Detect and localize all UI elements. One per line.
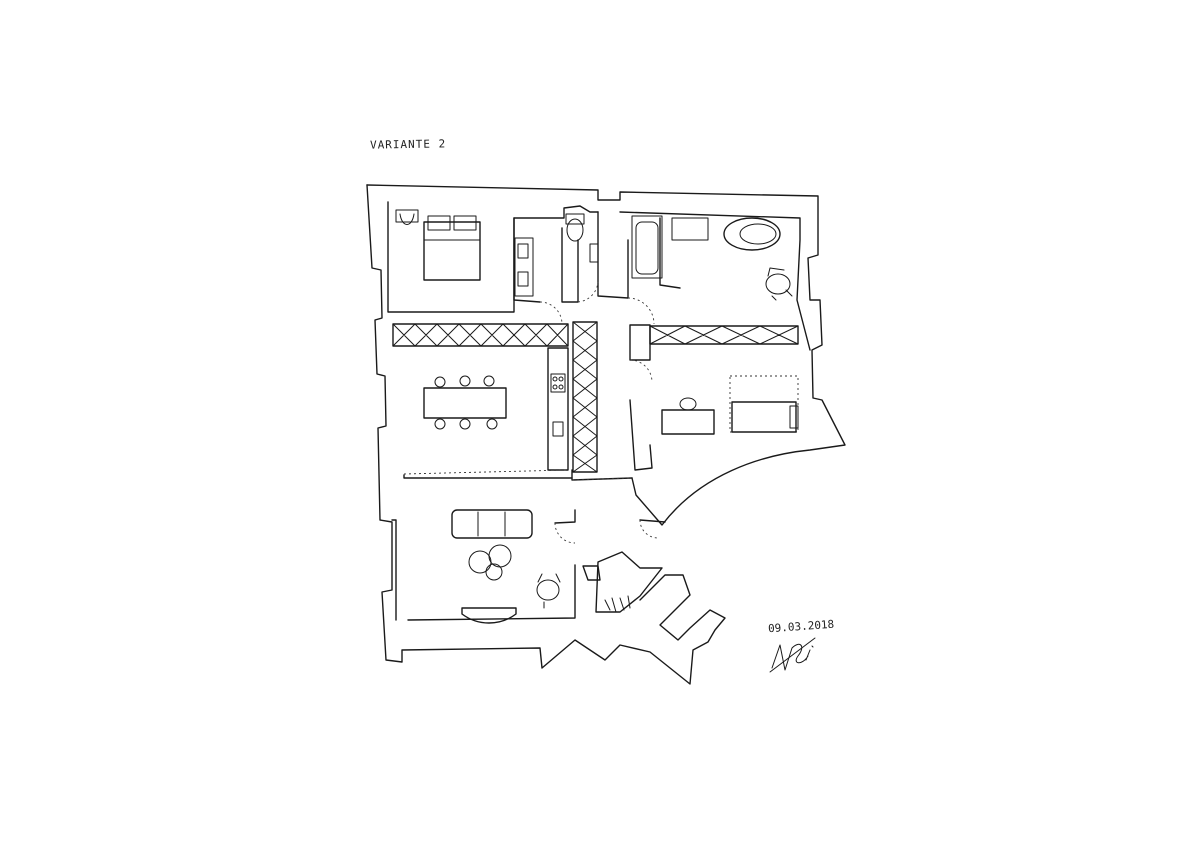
kitchen-counter (547, 347, 569, 471)
sideboard (461, 607, 517, 624)
bathtub-icon (631, 215, 663, 279)
wardrobe-row-top-right (649, 325, 799, 345)
washbasin-icon (589, 243, 599, 263)
armchair-living-icon (536, 573, 561, 609)
freestanding-tub-icon (723, 217, 781, 251)
interior-walls (403, 211, 681, 524)
bed-double-top-left (423, 215, 481, 281)
outer-walls (366, 184, 846, 685)
wardrobe-column-center (572, 321, 598, 473)
signature-icon (769, 637, 816, 673)
sofa-icon (451, 509, 533, 539)
toilet-icon (565, 213, 585, 242)
coffee-tables-icon (468, 544, 512, 581)
desk-with-chair (661, 397, 715, 435)
armchair-bath-icon (765, 267, 793, 301)
armchair-top-left (395, 209, 419, 225)
dining-table (423, 375, 507, 430)
shelf-unit (671, 217, 709, 241)
bed-right (729, 375, 799, 433)
bathroom-vanity (514, 237, 534, 297)
door-swings (403, 281, 659, 544)
entry-closet (582, 551, 663, 613)
wardrobe-row-top-left (392, 323, 569, 347)
